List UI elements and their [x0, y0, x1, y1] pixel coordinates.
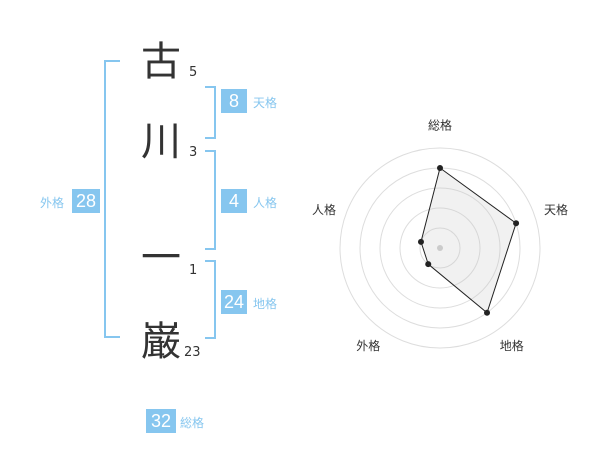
radar-ring — [399, 207, 481, 289]
gaikaku-label: 外格 — [40, 196, 65, 210]
chikaku-bracket — [205, 260, 216, 339]
soukaku-value: 32 — [146, 409, 176, 433]
tenkaku-value: 8 — [221, 89, 247, 113]
radar-point-1 — [437, 165, 443, 171]
jinkaku-label: 人格 — [253, 196, 278, 210]
name-char-2: 川 — [141, 119, 181, 165]
jinkaku-bracket — [205, 150, 216, 250]
radar-point-3 — [484, 309, 491, 316]
radar-ring — [379, 187, 501, 309]
radar-axis-label-2: 天格 — [544, 202, 568, 217]
radar-area — [420, 167, 517, 314]
tenkaku-bracket — [205, 86, 216, 139]
radar-axis-label-3: 地格 — [500, 338, 524, 353]
radar-axis-label-4: 外格 — [356, 338, 380, 353]
jinkaku-value: 4 — [221, 189, 247, 213]
radar-axis-label-1: 総格 — [428, 118, 452, 133]
radar-axis-label-5: 人格 — [312, 202, 336, 217]
radar-center-dot — [437, 245, 443, 251]
radar-points — [417, 165, 520, 316]
stroke-count-2: 3 — [189, 145, 198, 160]
stroke-count-4: 23 — [184, 345, 201, 360]
chikaku-value: 24 — [221, 290, 247, 314]
stroke-count-3: 1 — [189, 263, 198, 278]
radar-point-5 — [417, 238, 424, 245]
name-char-4: 巌 — [141, 319, 181, 365]
gaikaku-value: 28 — [72, 189, 100, 213]
radar-point-2 — [513, 220, 520, 227]
radar-ring — [339, 147, 541, 349]
chikaku-label: 地格 — [253, 297, 278, 311]
name-char-1: 古 — [141, 39, 181, 85]
name-char-3: 一 — [141, 235, 181, 281]
radar-ring — [419, 227, 461, 269]
stroke-count-1: 5 — [189, 65, 198, 80]
radar-polygon — [420, 167, 517, 314]
soukaku-label: 総格 — [180, 416, 205, 430]
radar-point-4 — [425, 261, 432, 268]
tenkaku-label: 天格 — [253, 96, 278, 110]
gaikaku-bracket — [104, 60, 120, 338]
